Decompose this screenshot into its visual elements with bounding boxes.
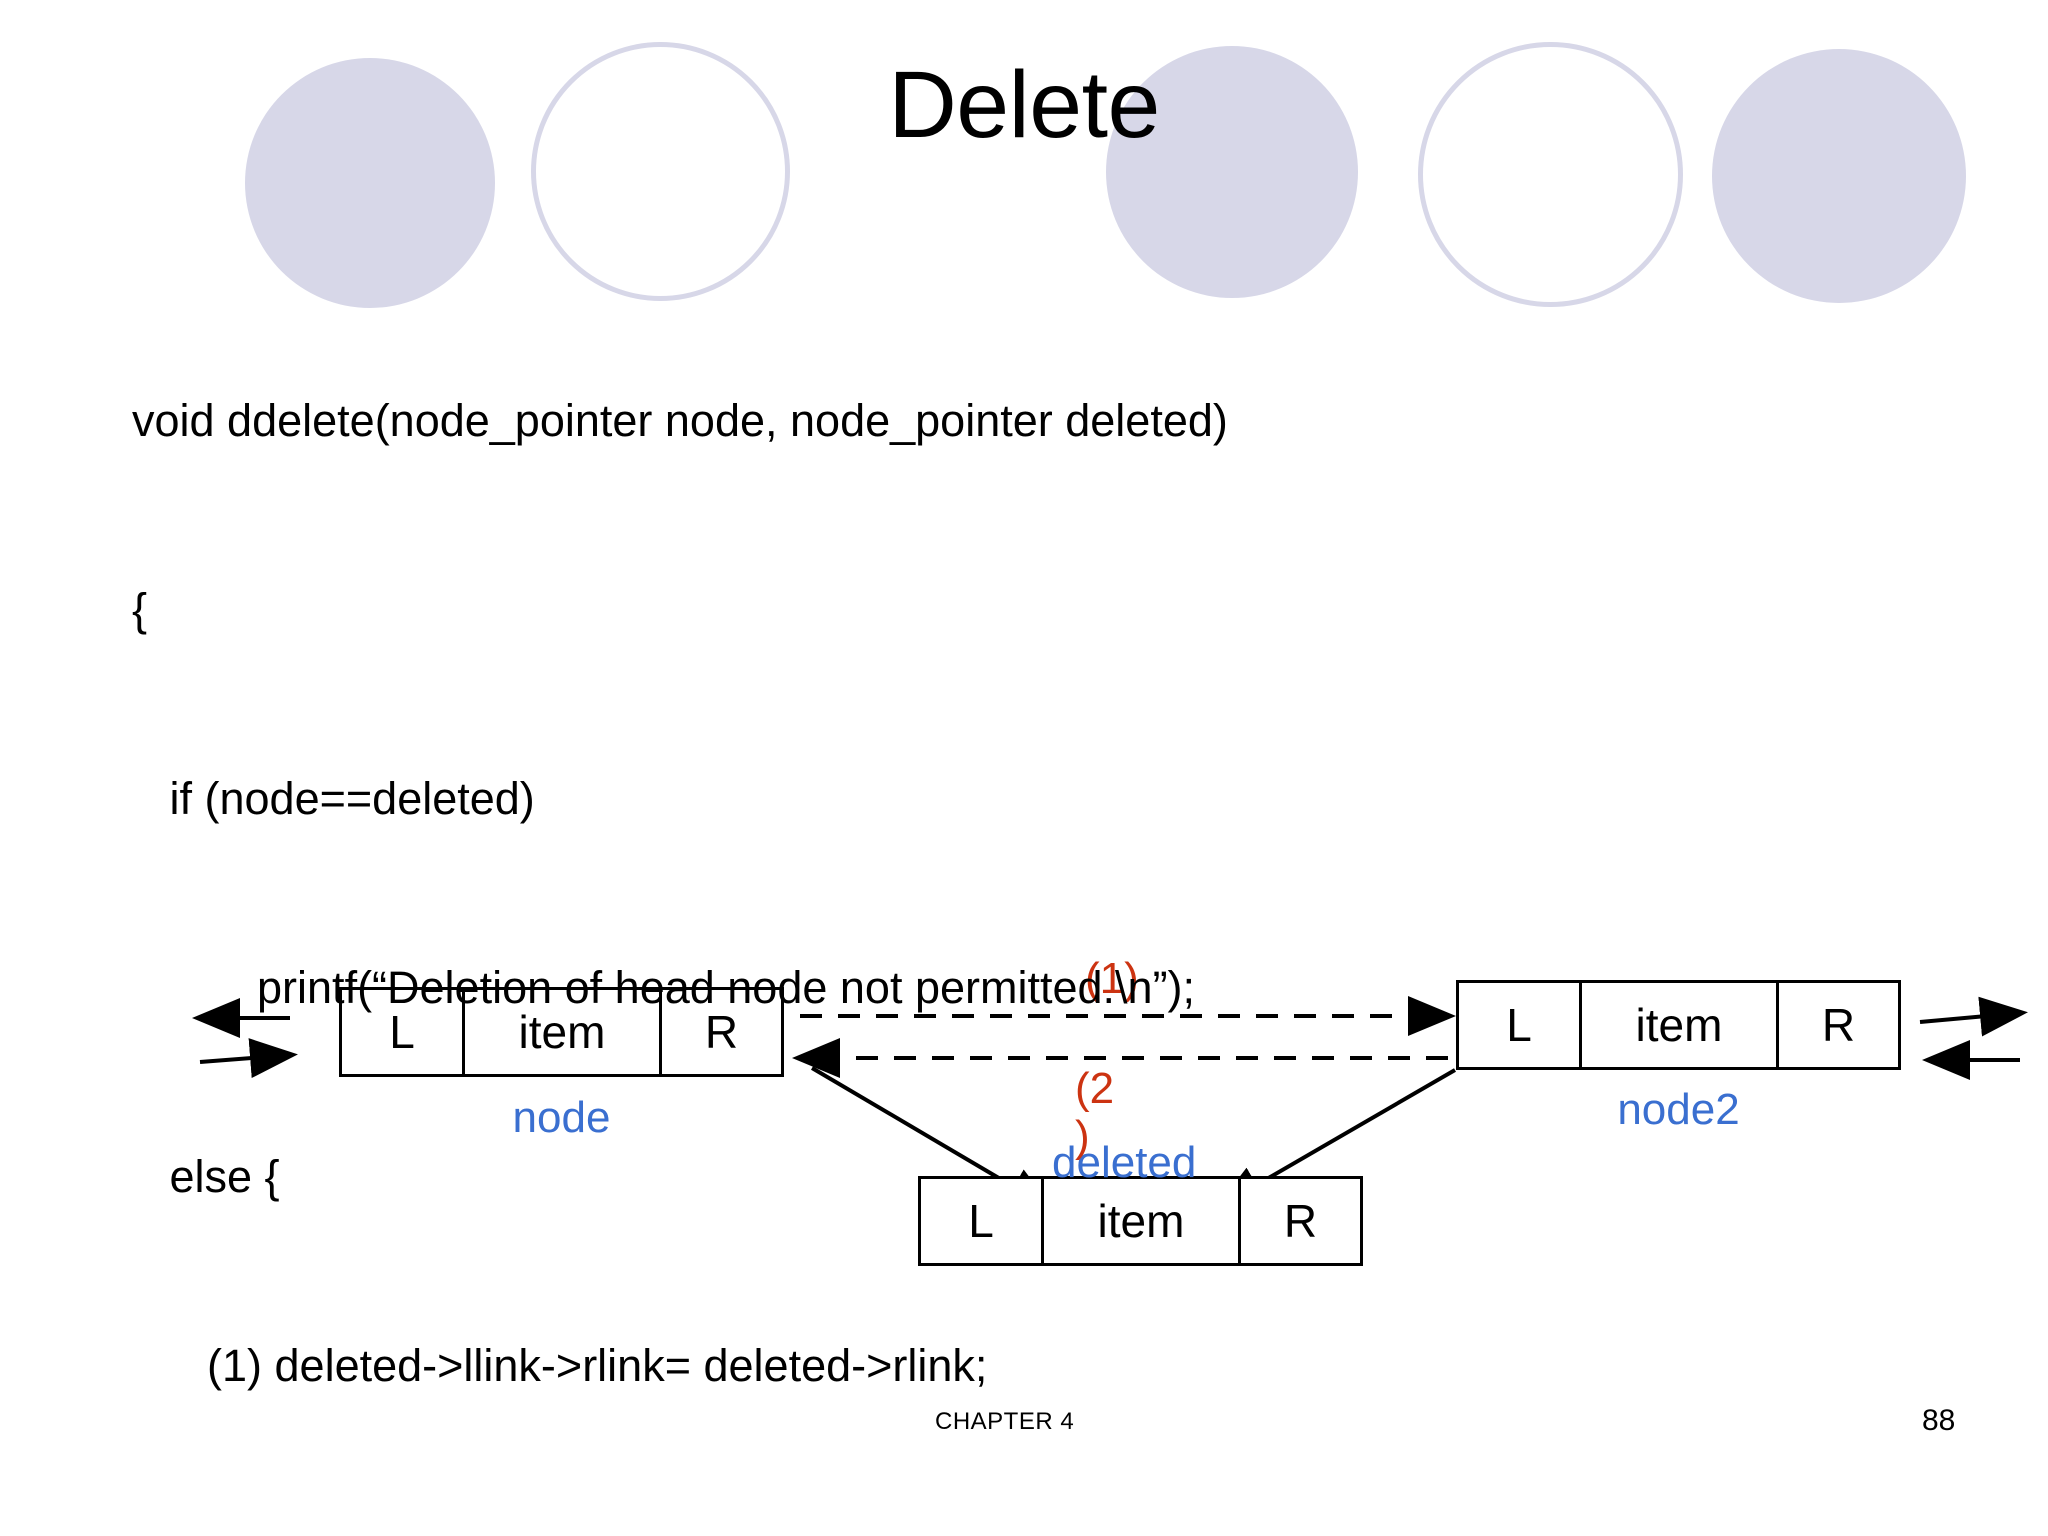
decorative-circle-1 <box>245 58 495 308</box>
node-cell-item: item <box>462 990 662 1074</box>
decorative-circle-4 <box>1418 42 1683 307</box>
arrow-right-out <box>1919 996 2028 1037</box>
decorative-circle-5 <box>1712 49 1966 303</box>
footer-chapter: CHAPTER 4 <box>935 1408 1075 1435</box>
node-label-deleted: deleted <box>1052 1138 1197 1187</box>
code-line-1: void ddelete(node_pointer node, node_poi… <box>132 395 1228 446</box>
node2-cell-item: item <box>1579 983 1779 1067</box>
deleted-cell-rlink: R <box>1283 1195 1318 1247</box>
deleted-cell-item: item <box>1041 1179 1241 1263</box>
node-label-node2: node2 <box>1617 1085 1740 1134</box>
code-block: void ddelete(node_pointer node, node_poi… <box>132 263 1228 1536</box>
code-line-4: printf(“Deletion of head node not permit… <box>132 962 1196 1013</box>
footer-page-number: 88 <box>1922 1404 1956 1437</box>
code-line-5: else { <box>132 1151 280 1202</box>
node-box-deleted: L item R <box>918 1176 1363 1266</box>
page-title: Delete <box>888 52 1160 158</box>
node-cell-llink: L <box>389 1006 415 1058</box>
code-line-2: { <box>132 584 148 635</box>
code-line-3: if (node==deleted) <box>132 773 535 824</box>
node2-cell-rlink: R <box>1821 999 1856 1051</box>
node-box-node2: L item R <box>1456 980 1901 1070</box>
node-label-node: node <box>512 1093 611 1142</box>
code-line-6: (1) deleted->llink->rlink= deleted->rlin… <box>132 1340 988 1391</box>
node-cell-rlink: R <box>704 1006 739 1058</box>
node-box-node: L item R <box>339 987 784 1077</box>
code-line-7: (2) deleted->rlink->llink= deleted->llin… <box>132 1523 1228 1536</box>
node2-cell-llink: L <box>1506 999 1532 1051</box>
step-label-1: (1) <box>1085 954 1139 1003</box>
decorative-circle-2 <box>531 42 790 301</box>
step-label-2: (2 ) <box>1075 1064 1115 1161</box>
decorative-circle-3 <box>1106 46 1358 298</box>
